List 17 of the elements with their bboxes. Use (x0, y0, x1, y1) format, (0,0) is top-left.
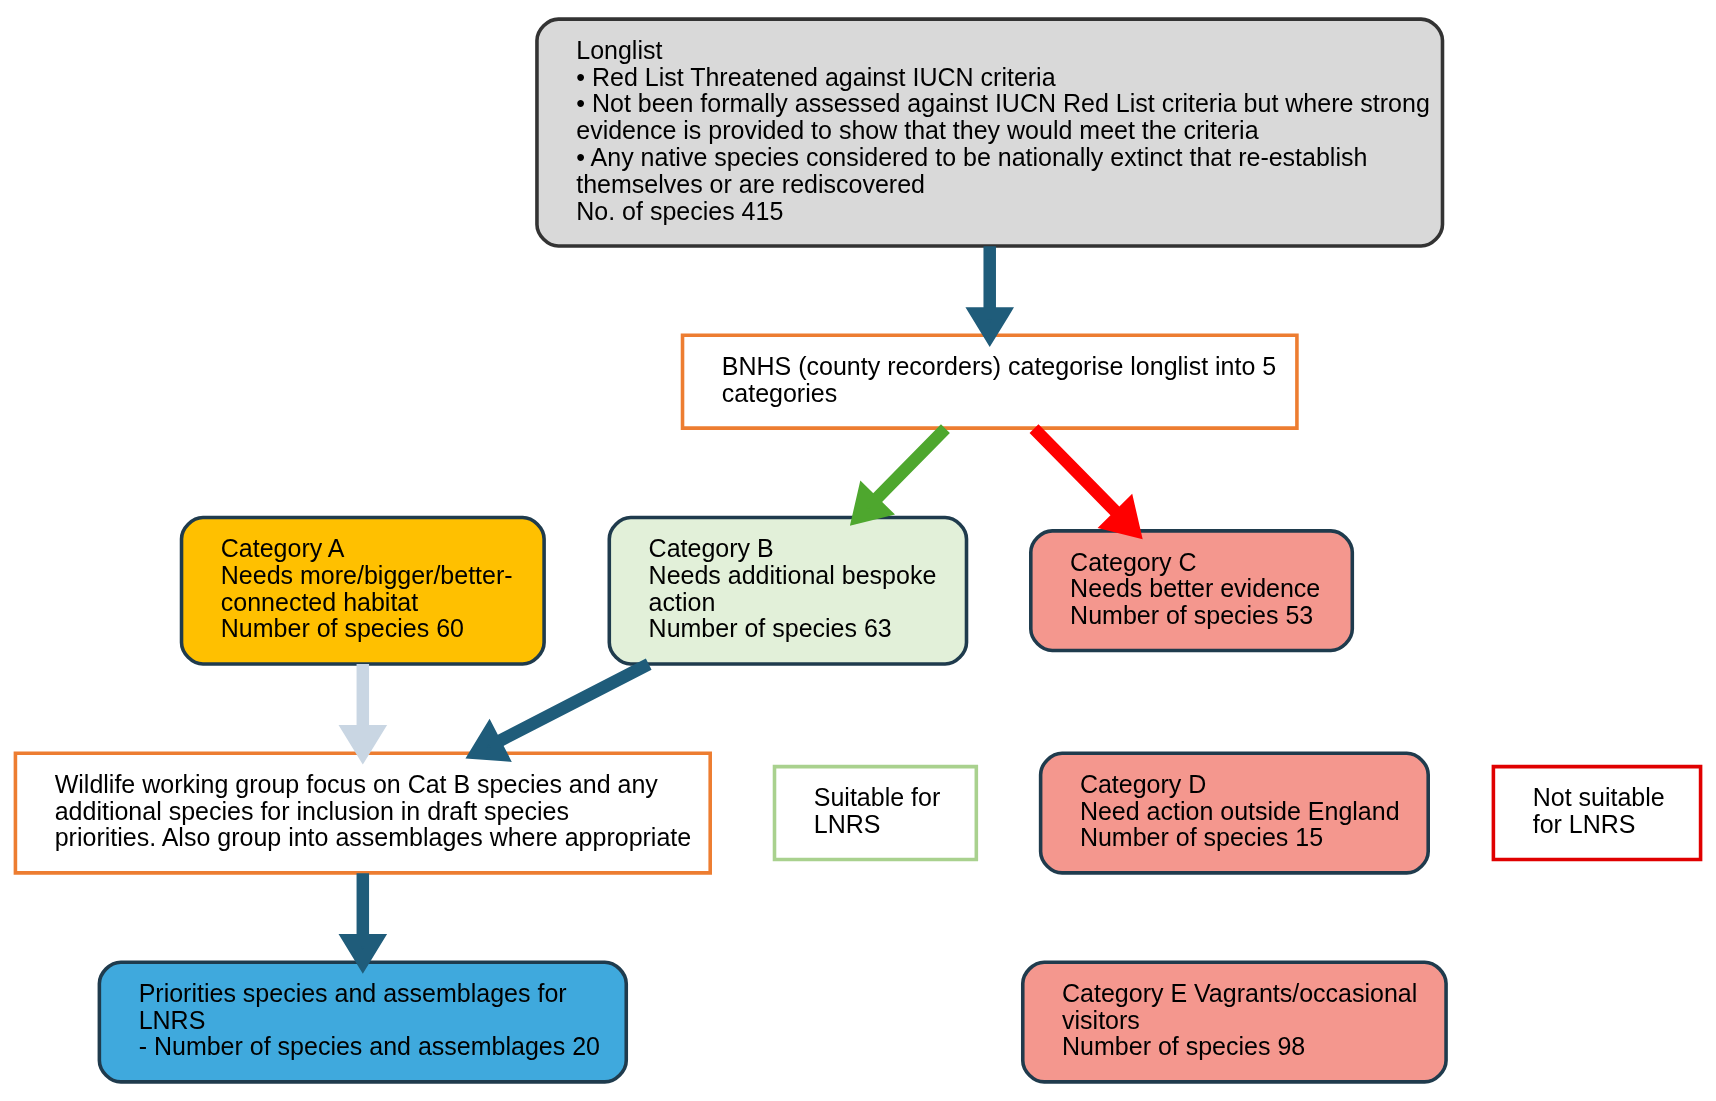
arrow (338, 873, 388, 974)
node-box: Not suitable for LNRS (1491, 764, 1703, 862)
node-box: Category E Vagrants/occasional visitors Number of species 98 (1020, 960, 1448, 1084)
node-box: Priorities species and assemblages for LNRS - Number of species and assemblages 20 (97, 960, 629, 1084)
node-box: Longlist • Red List Threatened against IUCN criteria • Not been formally assessed against IUCN Red List criteria but where strong evidence is provided to show that they would meet the criteria • Any native species considered to be nationally extinct that re-establish themselves or are rediscovered No. of species 415 (535, 17, 1445, 248)
node-box: BNHS (county recorders) categorise longlist into 5 categories (680, 333, 1299, 430)
arrow (465, 658, 652, 762)
arrow (849, 424, 950, 526)
node-box: Category A Needs more/bigger/better-connected habitat Number of species 60 (179, 515, 546, 666)
node-box: Wildlife working group focus on Cat B species and any additional species for inclusion in draft species priorities. Also group into assemblages where appropriate (13, 751, 712, 875)
node-box: Category C Needs better evidence Number of species 53 (1029, 529, 1355, 653)
node-box: Category D Need action outside England Number of species 15 (1038, 751, 1430, 875)
node-box: Suitable for LNRS (772, 764, 979, 862)
arrow (1029, 424, 1143, 540)
arrow (338, 664, 388, 765)
arrow (965, 246, 1014, 348)
node-box: Category B Needs additional bespoke action Number of species 63 (607, 515, 969, 666)
